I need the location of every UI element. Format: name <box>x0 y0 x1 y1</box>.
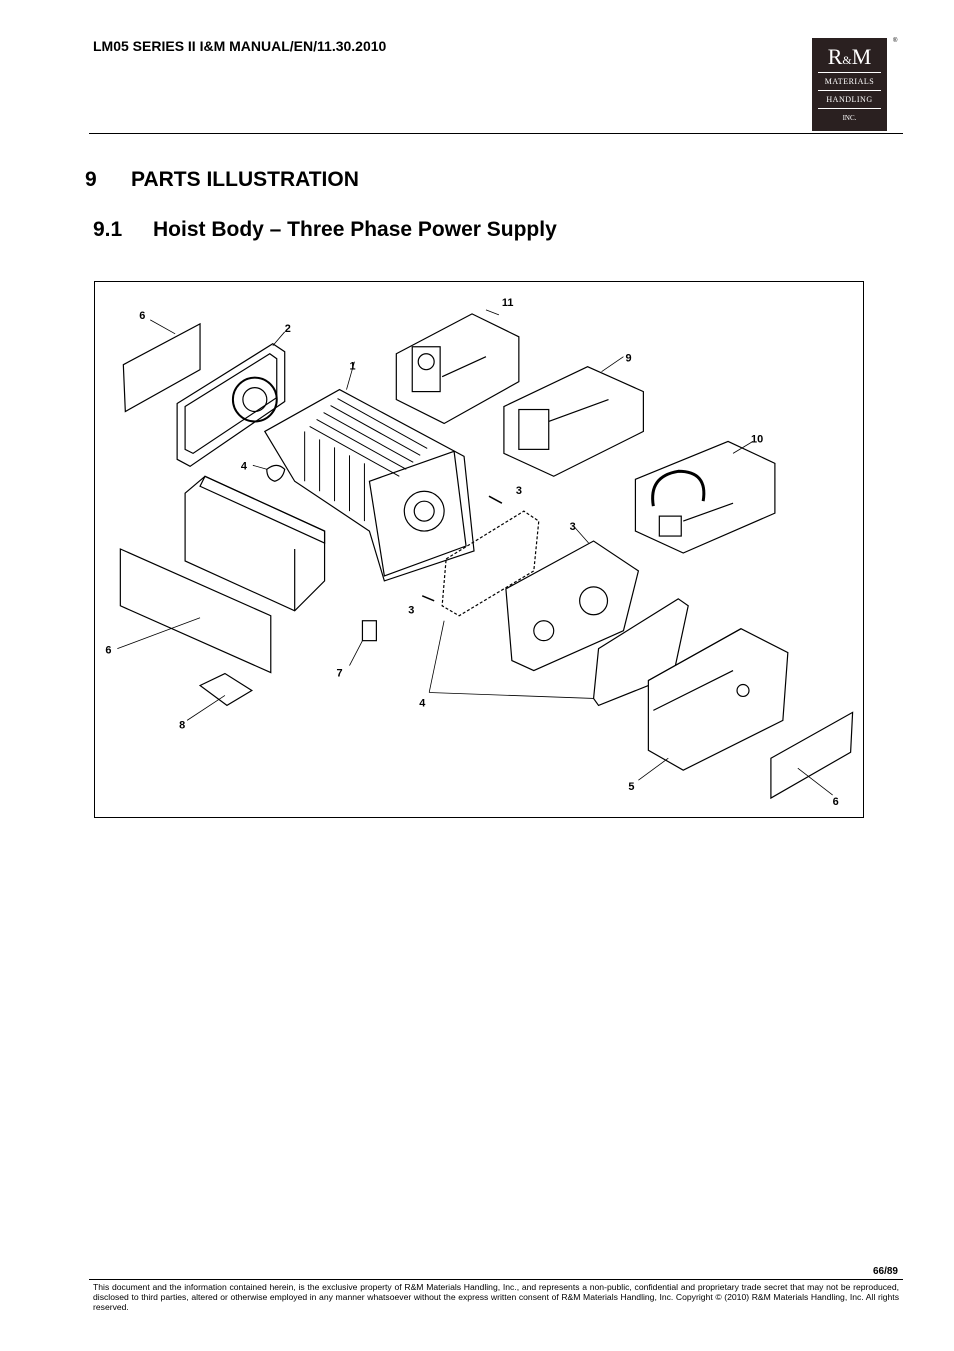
part-label-6-top <box>122 322 201 413</box>
footer-rule <box>89 1279 903 1280</box>
part-label-8 <box>198 672 253 707</box>
rm-logo: R&M MATERIALS HANDLING INC. <box>812 38 887 131</box>
parts-illustration-figure: 6 2 11 1 9 10 4 3 3 3 6 7 4 8 5 6 <box>94 281 864 818</box>
part-gasket-4 <box>441 510 540 617</box>
logo-line-handling: HANDLING <box>826 95 873 104</box>
registered-mark: ® <box>893 38 898 44</box>
footer-legal-notice: This document and the information contai… <box>93 1282 899 1312</box>
section-number: 9 <box>85 168 97 191</box>
section-heading: 9 PARTS ILLUSTRATION <box>85 168 359 192</box>
callout-5: 5 <box>628 781 634 793</box>
part-motor-body-1 <box>263 388 475 582</box>
page-number: 66/89 <box>872 1266 898 1277</box>
document-header-title: LM05 SERIES II I&M MANUAL/EN/11.30.2010 <box>93 38 387 54</box>
callout-11: 11 <box>502 297 514 309</box>
callout-4-small: 4 <box>241 460 248 472</box>
part-cover-right <box>647 628 789 771</box>
part-label-6-right <box>770 711 854 800</box>
callout-6-top: 6 <box>139 310 145 322</box>
callout-2: 2 <box>285 323 291 335</box>
callout-3-gearbox: 3 <box>570 521 576 533</box>
callout-7: 7 <box>337 668 343 680</box>
callout-8: 8 <box>179 719 185 731</box>
part-kit-9 <box>503 366 644 477</box>
callout-3-screw-top: 3 <box>516 485 522 497</box>
callout-1: 1 <box>349 361 355 373</box>
callout-4: 4 <box>419 697 426 709</box>
callout-6-left: 6 <box>105 645 111 657</box>
header-rule <box>89 133 903 134</box>
part-seal-4-small <box>266 464 286 482</box>
part-gasket-2 <box>176 343 286 468</box>
part-kit-11 <box>395 313 520 425</box>
part-7 <box>361 620 377 642</box>
part-gearbox-3 <box>505 540 640 672</box>
callout-10: 10 <box>751 433 763 445</box>
callout-6-right: 6 <box>833 796 839 808</box>
logo-line-materials: MATERIALS <box>824 77 875 86</box>
section-title: PARTS ILLUSTRATION <box>131 168 359 191</box>
callout-3-screw-left: 3 <box>408 605 414 617</box>
logo-line-inc: INC. <box>842 114 857 122</box>
part-label-6-left <box>119 548 272 674</box>
exploded-view-drawing: 6 2 11 1 9 10 4 3 3 3 6 7 4 8 5 6 <box>105 297 854 808</box>
subsection-heading: 9.1 Hoist Body – Three Phase Power Supply <box>93 218 557 242</box>
subsection-title: Hoist Body – Three Phase Power Supply <box>153 218 557 241</box>
logo-mark: R&M <box>827 44 872 69</box>
callout-9: 9 <box>625 353 631 365</box>
subsection-number: 9.1 <box>93 218 123 241</box>
